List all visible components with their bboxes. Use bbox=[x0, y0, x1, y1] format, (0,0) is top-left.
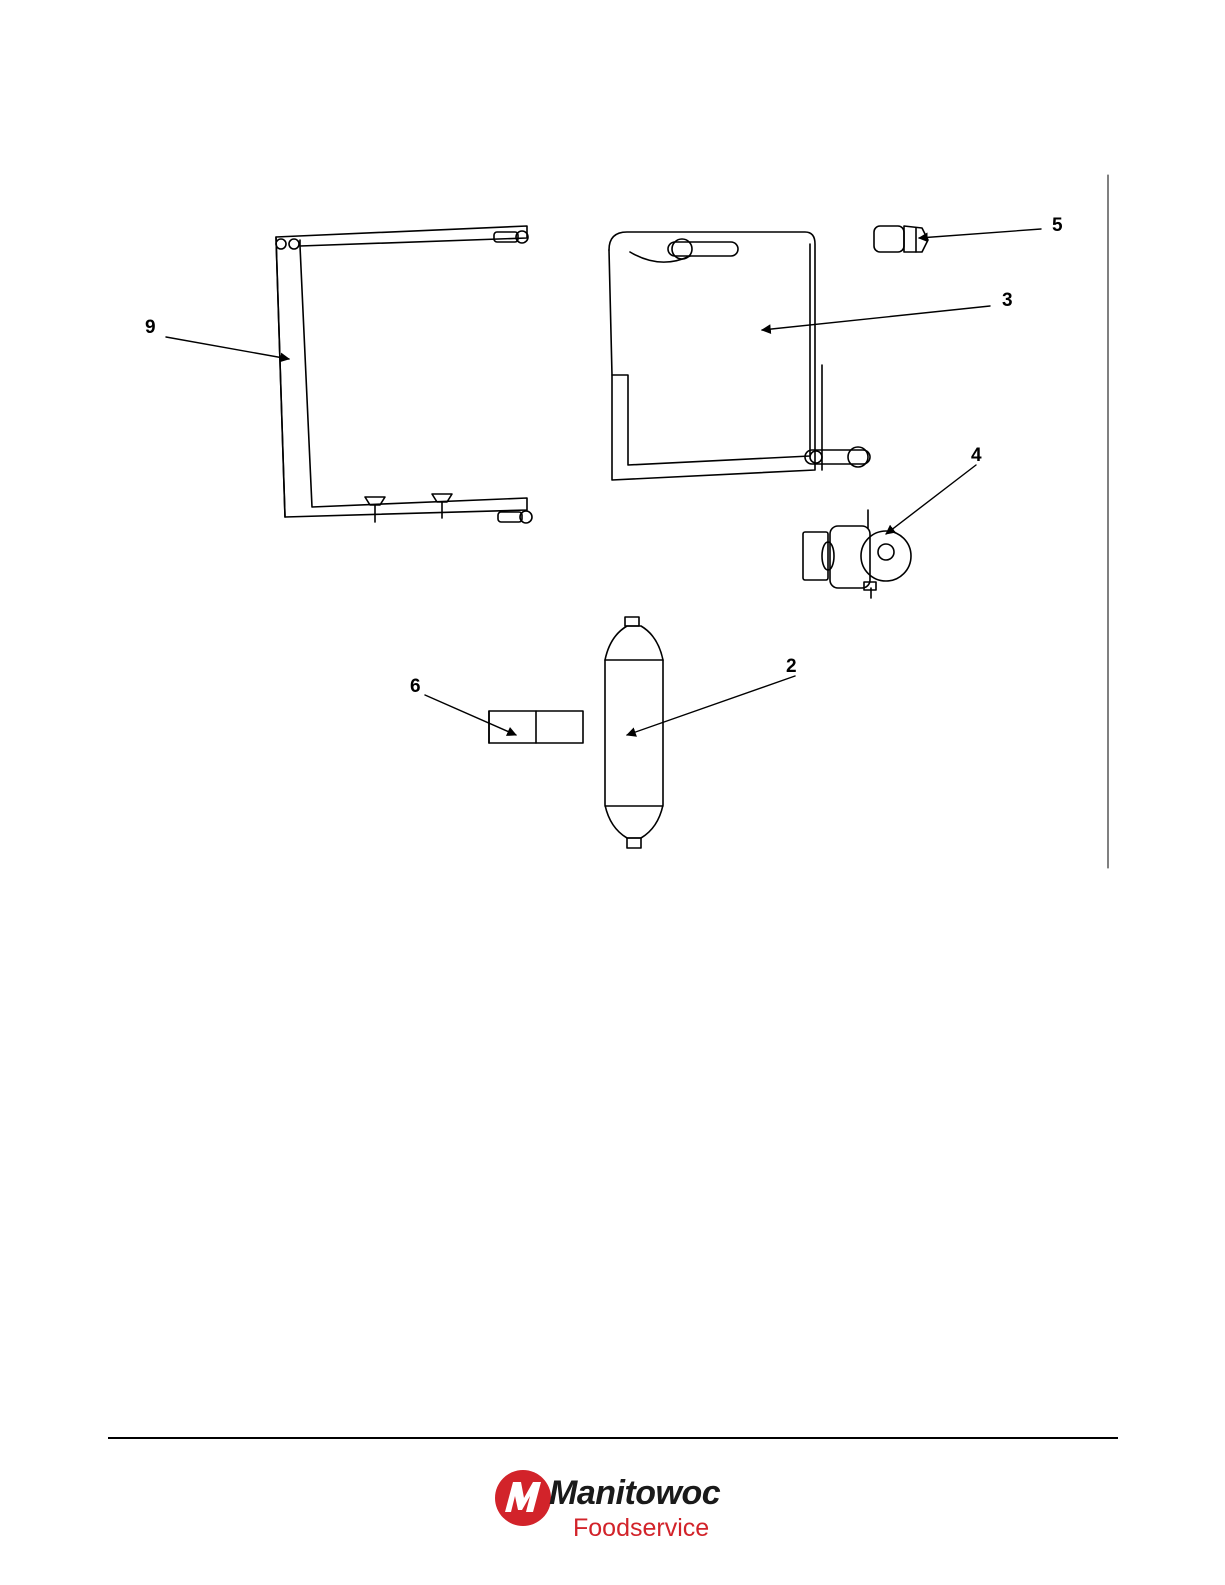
part-6-tube bbox=[489, 711, 583, 743]
callout-6: 6 bbox=[410, 677, 421, 696]
callout-5: 5 bbox=[1052, 216, 1063, 235]
logo-mark-icon bbox=[493, 1468, 553, 1528]
logo-subtitle: Foodservice bbox=[573, 1514, 709, 1543]
leader-arrows bbox=[166, 229, 1041, 735]
callout-4: 4 bbox=[971, 446, 982, 465]
manitowoc-logo: Manitowoc Foodservice bbox=[493, 1468, 753, 1554]
part-3-coil bbox=[609, 232, 870, 480]
part-4-valve bbox=[803, 510, 911, 598]
part-5-fitting bbox=[874, 226, 928, 252]
part-9-bracket bbox=[276, 226, 532, 523]
callout-2: 2 bbox=[786, 657, 797, 676]
logo-wordmark: Manitowoc bbox=[549, 1474, 720, 1513]
callout-3: 3 bbox=[1002, 291, 1013, 310]
parts-diagram: 9 3 5 4 2 6 bbox=[0, 0, 1225, 880]
callout-9: 9 bbox=[145, 318, 156, 337]
footer-divider bbox=[108, 1437, 1118, 1439]
